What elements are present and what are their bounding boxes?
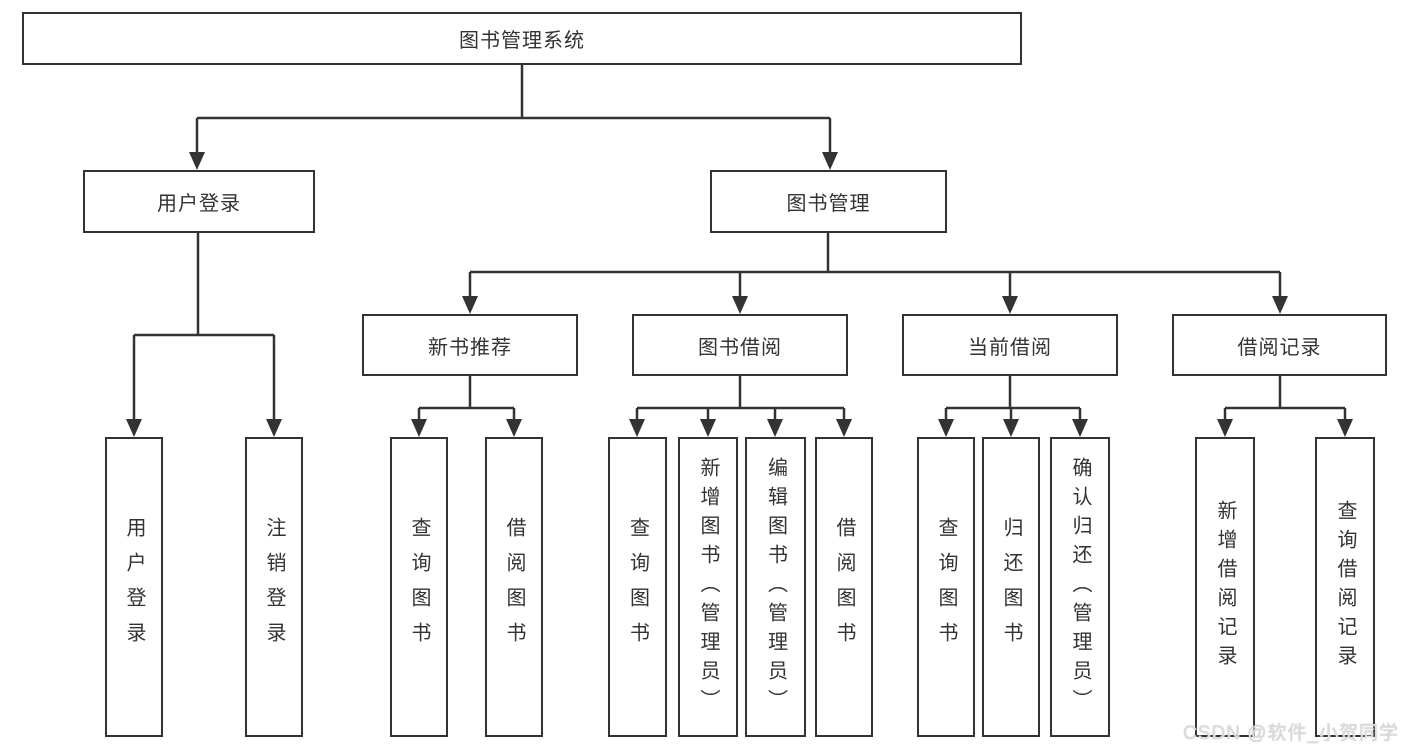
node-borrow-records: 借阅记录 <box>1172 314 1387 376</box>
node-leaf-query-borrow-record: 查询借阅记录 <box>1315 437 1375 737</box>
node-leaf-borrow-books-recommend: 借阅图书 <box>485 437 543 737</box>
node-leaf-return-book-label: 归还图书 <box>1000 517 1022 657</box>
connector-lines <box>132 65 1347 419</box>
node-leaf-query-books-recommend-label: 查询图书 <box>408 517 430 657</box>
node-book-management: 图书管理 <box>710 170 947 233</box>
node-leaf-add-book-admin: 新增图书（管理员） <box>678 437 738 737</box>
node-root: 图书管理系统 <box>22 12 1022 65</box>
csdn-watermark: CSDN @软件_小贺同学 <box>1183 723 1399 744</box>
node-leaf-return-book: 归还图书 <box>982 437 1040 737</box>
node-new-book-recommend: 新书推荐 <box>362 314 578 376</box>
node-leaf-confirm-return-admin-label: 确认归还（管理员） <box>1069 456 1091 718</box>
node-leaf-logout-label: 注销登录 <box>263 517 285 657</box>
node-leaf-logout: 注销登录 <box>245 437 303 737</box>
node-leaf-query-books-current: 查询图书 <box>917 437 975 737</box>
node-user-login-branch: 用户登录 <box>83 170 315 233</box>
node-current-borrow: 当前借阅 <box>902 314 1118 376</box>
node-leaf-edit-book-admin: 编辑图书（管理员） <box>745 437 806 737</box>
node-leaf-add-borrow-record-label: 新增借阅记录 <box>1214 500 1236 674</box>
node-leaf-borrow-books-label: 借阅图书 <box>833 517 855 657</box>
node-leaf-add-borrow-record: 新增借阅记录 <box>1195 437 1255 737</box>
node-leaf-query-borrow-record-label: 查询借阅记录 <box>1334 500 1356 674</box>
node-leaf-borrow-books-recommend-label: 借阅图书 <box>503 517 525 657</box>
node-leaf-user-login-label: 用户登录 <box>123 517 145 657</box>
node-leaf-query-books-borrow-label: 查询图书 <box>626 517 649 657</box>
node-leaf-add-book-admin-label: 新增图书（管理员） <box>697 456 719 718</box>
node-leaf-query-books-borrow: 查询图书 <box>608 437 667 737</box>
node-leaf-confirm-return-admin: 确认归还（管理员） <box>1050 437 1110 737</box>
node-leaf-user-login: 用户登录 <box>105 437 163 737</box>
node-book-borrow: 图书借阅 <box>632 314 848 376</box>
node-leaf-query-books-current-label: 查询图书 <box>935 517 957 657</box>
node-leaf-query-books-recommend: 查询图书 <box>390 437 448 737</box>
node-leaf-borrow-books: 借阅图书 <box>815 437 873 737</box>
node-leaf-edit-book-admin-label: 编辑图书（管理员） <box>764 456 787 718</box>
